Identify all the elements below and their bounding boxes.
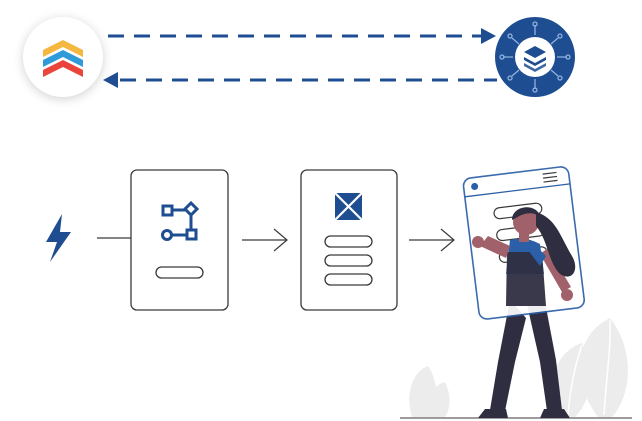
form-field-shape (324, 254, 373, 267)
form-field-shape (324, 235, 373, 248)
process-card (130, 169, 229, 311)
foliage-decoration (409, 318, 628, 417)
form-card (300, 169, 398, 311)
stacked-chevrons-logo (43, 40, 83, 77)
pill-button-shape (155, 266, 204, 279)
right-tech-badge (495, 17, 575, 97)
hamburger-menu-icon (542, 171, 558, 183)
window-dot-icon (471, 183, 479, 191)
ponytail (536, 212, 576, 277)
long-arrow-right-icon (242, 228, 288, 252)
circuit-layers-icon (499, 21, 571, 93)
sync-arrow-to-left (103, 72, 497, 88)
workflow-nodes-icon (161, 200, 200, 241)
hand (472, 236, 484, 248)
sync-arrow-to-right (108, 28, 496, 44)
long-arrow-right-icon (409, 228, 455, 252)
arrowhead-right-icon (481, 28, 496, 44)
person-holding-window (462, 166, 585, 418)
hand (561, 289, 573, 301)
left-logo-badge (23, 17, 103, 97)
image-placeholder-icon (334, 192, 363, 221)
lightning-bolt-icon (46, 214, 71, 262)
arrowhead-left-icon (103, 72, 118, 88)
form-field-shape (324, 273, 373, 286)
stacked-layers-icon (524, 46, 546, 72)
